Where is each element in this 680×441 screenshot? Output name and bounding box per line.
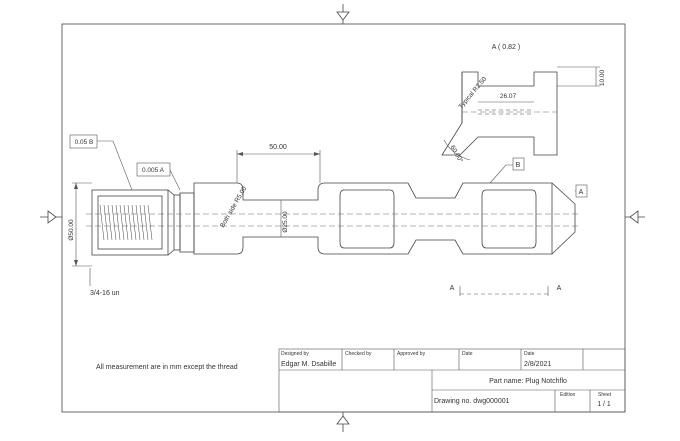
approved-by-label: Approved by xyxy=(397,351,426,357)
sheet-value: 1 / 1 xyxy=(597,401,611,408)
part-name: Part name: Plug Notchflo xyxy=(489,378,567,385)
center-mark-left xyxy=(40,210,62,224)
center-mark-top xyxy=(336,4,350,24)
dia-50-label: Ø50.00 xyxy=(68,219,75,241)
date-label-2: Date xyxy=(524,351,535,357)
center-mark-bottom xyxy=(336,412,350,432)
center-mark-right xyxy=(625,210,645,224)
tol-005b-label: 0.05 B xyxy=(75,139,94,146)
sheet-label: Sheet xyxy=(598,392,612,398)
datum-b-label: B xyxy=(516,162,521,169)
section-a-right: A xyxy=(557,285,562,292)
designed-by-label: Designed by xyxy=(281,351,309,357)
dia-25-label: Ø25.00 xyxy=(282,211,289,233)
tol-0005a-label: 0.005 A xyxy=(142,167,165,174)
both-side-label: Both side R5.00 xyxy=(219,185,248,229)
drawing-number: Drawing no. dwg000001 xyxy=(434,398,510,405)
tol-frame-b xyxy=(69,134,98,149)
edition-label: Edition xyxy=(560,392,576,398)
dim-10-label: 10.00 xyxy=(599,69,606,86)
sheet-border xyxy=(61,23,626,413)
angle-60-label: 60.00° xyxy=(449,144,466,165)
center-lines xyxy=(86,213,580,227)
dimension-arrows xyxy=(74,152,320,266)
datum-a-label: A xyxy=(579,189,584,196)
section-a-left: A xyxy=(450,285,455,292)
section-dims xyxy=(443,66,600,161)
datum-a-box xyxy=(575,184,588,198)
section-label: A ( 0.82 ) xyxy=(492,44,520,51)
part-view xyxy=(91,182,576,256)
date-value: 2/8/2021 xyxy=(524,361,551,368)
dim-50-label: 50.00 xyxy=(269,144,287,151)
dim-26-label: 26.07 xyxy=(500,93,517,100)
checked-by-label: Checked by xyxy=(345,351,372,357)
thread-label: 3/4-16 un xyxy=(90,290,120,297)
thread-hatch xyxy=(99,204,153,241)
date-label-1: Date xyxy=(462,351,473,357)
title-block xyxy=(278,348,626,413)
designer-name: Edgar M. Dsabille xyxy=(281,361,336,368)
datum-b-box xyxy=(512,157,525,171)
measurement-note: All measurement are in mm except the thr… xyxy=(96,364,238,371)
tol-frame-a xyxy=(136,162,171,177)
section-detail xyxy=(441,71,558,156)
